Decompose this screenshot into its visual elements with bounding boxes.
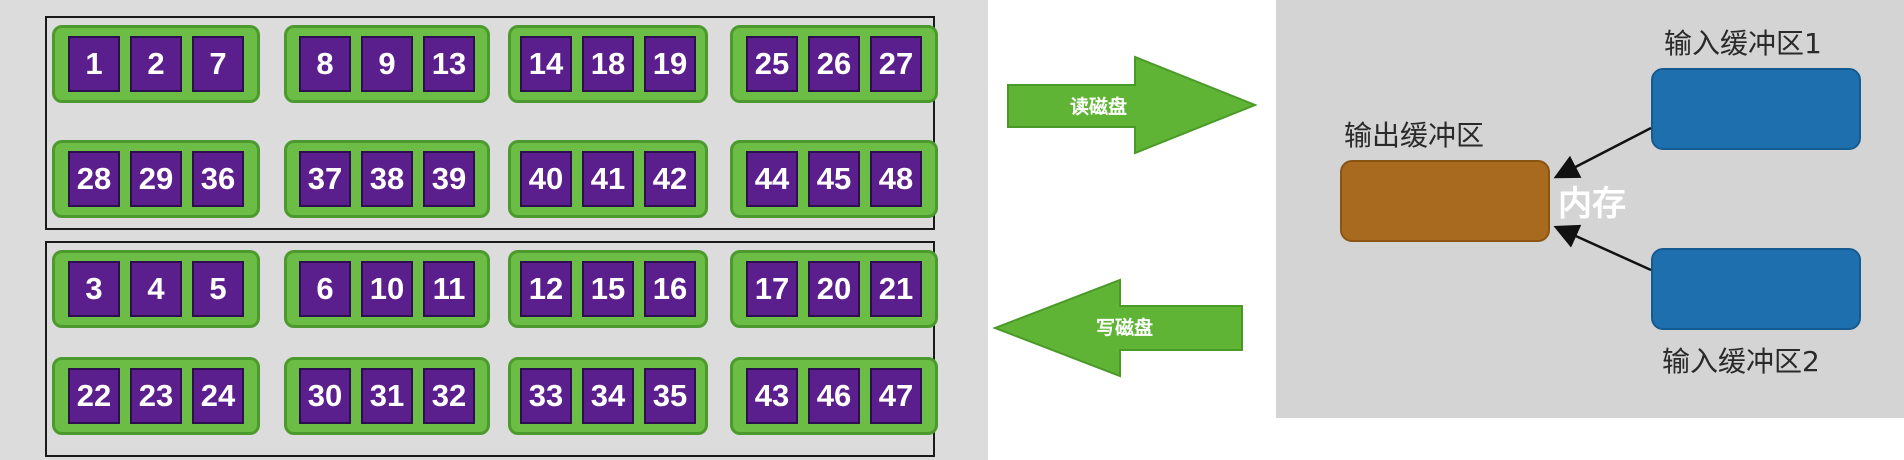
record-cell: 33 (520, 368, 572, 424)
run-group-bottom (45, 241, 935, 457)
record-cell: 23 (130, 368, 182, 424)
record-cell: 3 (68, 261, 120, 317)
record-cell: 9 (361, 36, 413, 92)
output-buffer-label: 输出缓冲区 (1344, 119, 1485, 152)
record-cell: 18 (582, 36, 634, 92)
record-cell: 4 (130, 261, 182, 317)
record-cell: 32 (423, 368, 475, 424)
record-cell: 10 (361, 261, 413, 317)
record-cell: 28 (68, 151, 120, 207)
record-cell: 41 (582, 151, 634, 207)
record-cell: 5 (192, 261, 244, 317)
record-cell: 21 (870, 261, 922, 317)
record-cell: 44 (746, 151, 798, 207)
input-buffer-1 (1651, 68, 1861, 150)
output-buffer (1340, 160, 1550, 242)
record-cell: 20 (808, 261, 860, 317)
write-disk-arrow (992, 278, 1243, 378)
record-cell: 30 (299, 368, 351, 424)
input-buffer-2-label: 输入缓冲区2 (1662, 345, 1820, 378)
record-cell: 19 (644, 36, 696, 92)
record-cell: 40 (520, 151, 572, 207)
run-group-top (45, 16, 935, 230)
record-cell: 6 (299, 261, 351, 317)
record-cell: 26 (808, 36, 860, 92)
record-cell: 43 (746, 368, 798, 424)
record-cell: 31 (361, 368, 413, 424)
record-cell: 47 (870, 368, 922, 424)
buffer-arrows (1553, 126, 1652, 272)
record-cell: 34 (582, 368, 634, 424)
arrow-input1-to-output (1553, 126, 1652, 179)
record-cell: 46 (808, 368, 860, 424)
record-cell: 8 (299, 36, 351, 92)
memory-panel: 输入缓冲区1 输出缓冲区 内存 输入缓冲区2 (1276, 0, 1904, 418)
record-cell: 2 (130, 36, 182, 92)
record-cell: 39 (423, 151, 475, 207)
record-cell: 27 (870, 36, 922, 92)
record-cell: 13 (423, 36, 475, 92)
record-cell: 12 (520, 261, 572, 317)
record-cell: 38 (361, 151, 413, 207)
record-cell: 17 (746, 261, 798, 317)
memory-label: 内存 (1558, 184, 1626, 224)
record-cell: 14 (520, 36, 572, 92)
record-cell: 45 (808, 151, 860, 207)
record-cell: 11 (423, 261, 475, 317)
record-cell: 22 (68, 368, 120, 424)
read-disk-arrow (1007, 55, 1258, 155)
record-cell: 42 (644, 151, 696, 207)
record-cell: 25 (746, 36, 798, 92)
record-cell: 15 (582, 261, 634, 317)
read-disk-label: 读磁盘 (1070, 96, 1128, 118)
record-cell: 37 (299, 151, 351, 207)
write-disk-label: 写磁盘 (1096, 317, 1154, 339)
input-buffer-2 (1651, 248, 1861, 330)
record-cell: 16 (644, 261, 696, 317)
input-buffer-1-label: 输入缓冲区1 (1664, 27, 1822, 60)
record-cell: 35 (644, 368, 696, 424)
record-cell: 24 (192, 368, 244, 424)
record-cell: 1 (68, 36, 120, 92)
arrow-input2-to-output (1553, 224, 1652, 272)
record-cell: 36 (192, 151, 244, 207)
record-cell: 48 (870, 151, 922, 207)
record-cell: 7 (192, 36, 244, 92)
record-cell: 29 (130, 151, 182, 207)
